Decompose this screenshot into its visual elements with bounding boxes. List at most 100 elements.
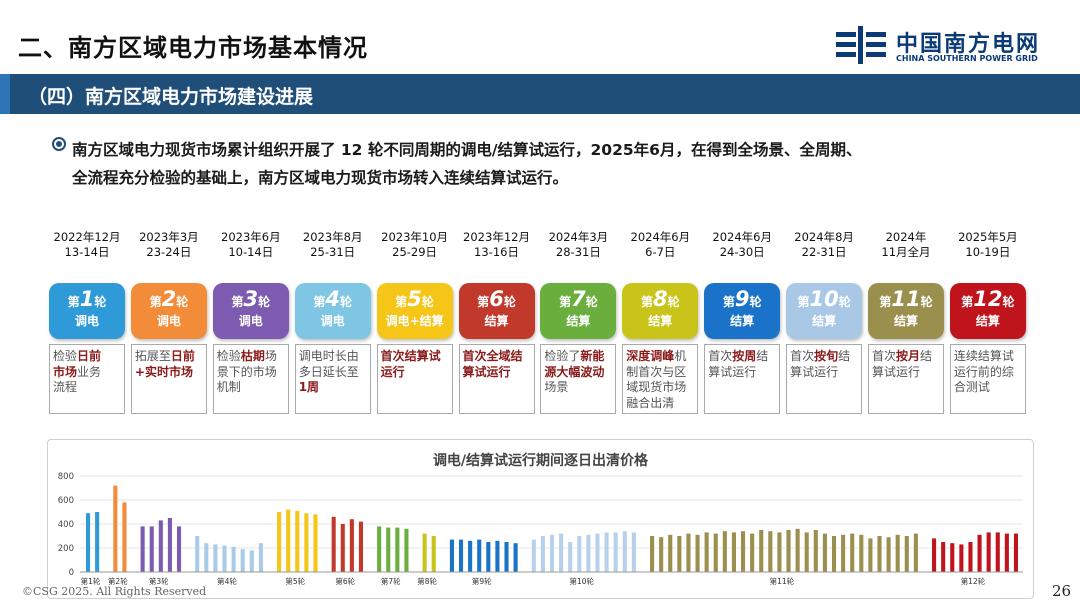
chart-bar [577,536,582,572]
x-category-label: 第9轮 [472,576,492,586]
chart-bar [704,532,709,572]
chart-bar [140,526,145,572]
round-date-line-1: 2024年 [885,230,927,244]
chart-bar [595,533,600,572]
round-number-prefix: 第 [313,295,326,309]
chart-bar [913,533,918,572]
chart-bar [477,539,482,572]
chart-bar [941,542,946,572]
chart-bar [841,534,846,572]
round-number-prefix: 第 [961,295,974,309]
round-description-text: 合测试 [953,380,990,394]
round-number: 第1轮 [49,283,125,313]
round-date-line-1: 2024年6月 [630,230,691,244]
round-number-suffix: 轮 [94,295,107,309]
round-description-highlight: 按旬 [814,349,839,363]
chart-bar [286,509,291,572]
chart-bar [304,513,309,572]
round-date-line-1: 2023年3月 [139,230,199,244]
round-description-text: 流程 [53,380,78,394]
round-badge: 第8轮结算 [622,283,699,339]
round-type: 结算 [730,314,755,328]
round-number-prefix: 第 [149,295,162,309]
round-description-text: 检验了 [544,349,581,363]
round-description: 首次按月结算试运行 [868,344,944,414]
round-description-text: 制首次与区 [626,364,687,379]
round-date-line-1: 2024年6月 [712,230,772,244]
chart-bar [258,543,263,572]
round-description-text: 首次 [708,349,733,363]
y-tick-label: 800 [58,472,74,482]
chart-title: 调电/结算试运行期间逐日出清价格 [432,453,649,469]
round-type: 结算 [566,314,591,328]
chart-bar [722,531,727,572]
chart-bar [677,536,682,572]
round-date-line-1: 2024年8月 [794,230,854,244]
round-number: 第12轮 [950,283,1026,313]
chart-bar [568,542,573,572]
round-number: 第7轮 [540,283,616,313]
round-description-highlight: 按周 [732,349,757,363]
round-description-text: 首次 [790,349,815,363]
section-bar [0,74,1080,114]
round-number-suffix: 轮 [421,295,434,309]
round-description-highlight: 日前 [77,349,102,363]
chart-bar [86,513,91,572]
round-description-text: 结 [838,349,851,363]
chart-bar [167,518,172,572]
round-description-highlight: 算试运行 [462,364,511,379]
chart-bar [977,534,982,572]
x-category-label: 第6轮 [335,576,355,586]
round-description-highlight: 1周 [298,380,320,394]
x-category-label: 第11轮 [770,576,795,586]
round-number-num: 9 [734,287,750,311]
x-category-label: 第7轮 [381,576,401,586]
round-number-num: 3 [243,287,259,311]
chart-bar [277,512,282,572]
round-description-highlight: 深度调峰 [626,349,675,363]
chart-bar [240,549,245,572]
round-description: 首次按周结算试运行 [704,344,781,414]
chart-bar [695,534,700,572]
round-description-highlight: 枯期 [240,349,265,363]
round-date-line-1: 2025年5月 [958,230,1018,244]
round-number: 第3轮 [213,283,289,313]
round-date-line-2: 10-19日 [965,245,1011,259]
round-number: 第2轮 [131,283,207,313]
chart-bar [122,502,127,572]
round-number-prefix: 第 [477,295,490,309]
logo-text-cn: 中国南方电网 [896,32,1041,57]
chart-bar [113,485,118,572]
round-number-num: 12 [973,287,1003,311]
round-badge: 第12轮结算 [949,283,1026,339]
chart-bar [358,521,364,572]
round-number-num: 6 [489,287,504,311]
round-number-num: 11 [891,287,921,311]
round-type: 结算 [484,314,509,328]
round-number-suffix: 轮 [749,295,762,309]
round-number-num: 2 [161,287,177,311]
round-description-text: 算试运行 [708,364,757,379]
logo-text-en: CHINA SOUTHERN POWER GRID [896,54,1038,63]
round-description: 首次结算试运行 [376,344,453,414]
chart-bar [750,533,755,572]
price-chart-svg: 0200400600800第1轮第2轮第3轮第4轮第5轮第6轮第7轮第8轮第9轮… [58,472,1023,586]
round-date-line-2: 13-14日 [64,245,110,259]
chart-bar [222,545,227,572]
round-date-line-2: 6-7日 [645,245,676,259]
chart-bar [986,532,991,572]
chart-bar [740,531,746,572]
company-logo: 中国南方电网 CHINA SOUTHERN POWER GRID [836,24,1066,68]
chart-bar [195,536,200,572]
bullet-line-1: 南方区域电力现货市场累计组织开展了 12 轮不同周期的调电/结算试运行，2025… [72,141,862,159]
round-number-num: 7 [571,287,586,311]
chart-bar [449,539,454,572]
round-badge: 第2轮调电 [130,283,207,339]
chart-bar [504,542,509,572]
chart-bar [759,530,764,572]
